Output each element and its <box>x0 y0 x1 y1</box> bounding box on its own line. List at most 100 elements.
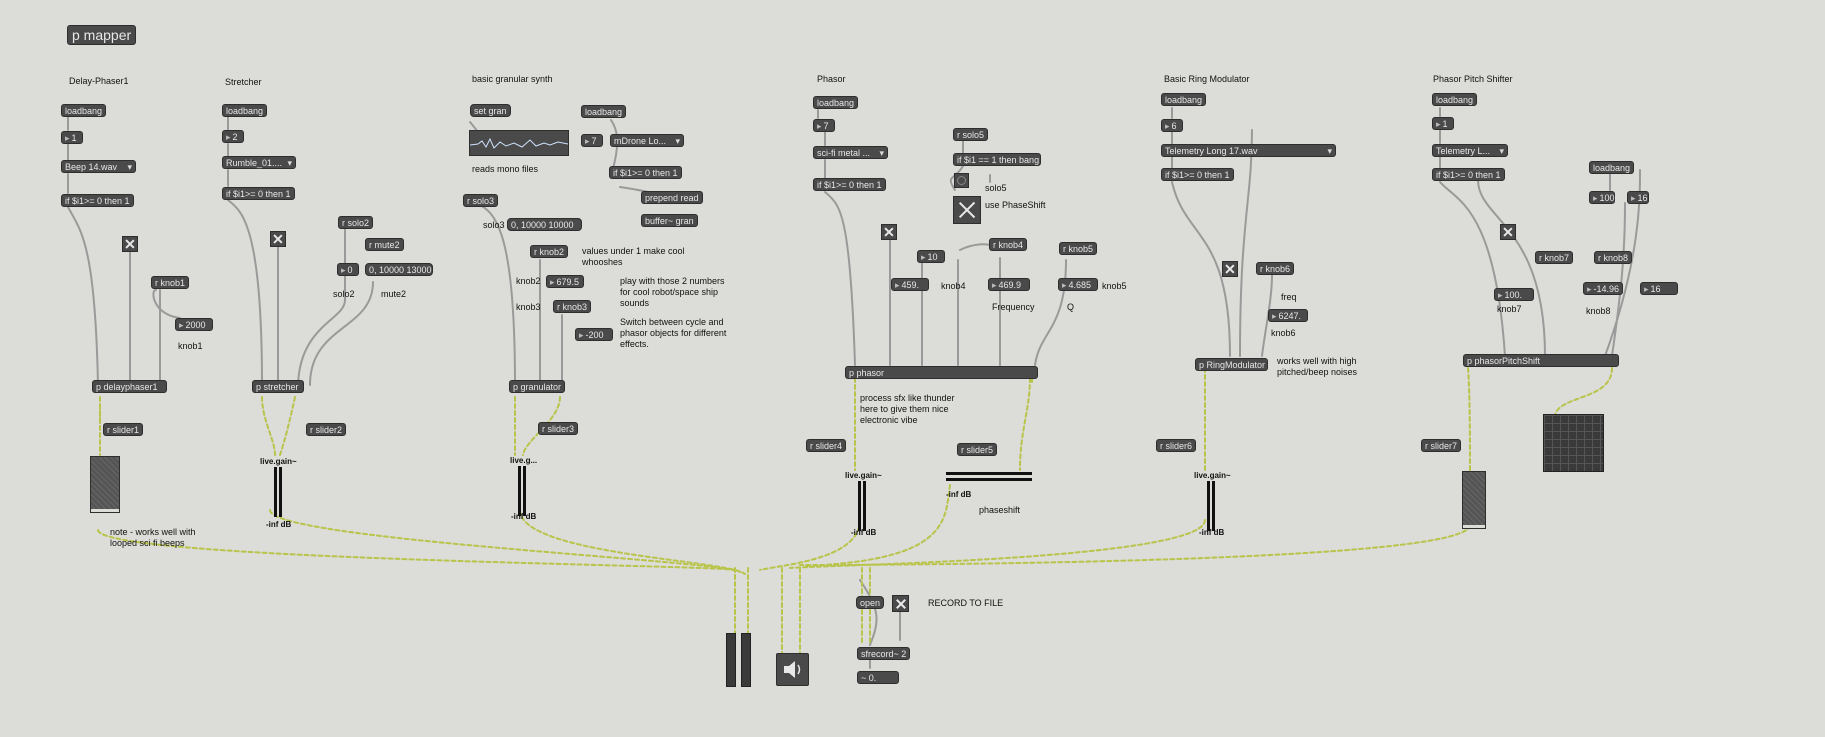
number-box[interactable]: 10 <box>917 250 945 263</box>
file-dropdown[interactable]: Telemetry Long 17.wav <box>1161 144 1336 158</box>
phasor-subpatcher[interactable]: p phasor <box>845 366 1038 379</box>
file-dropdown[interactable]: sci-fi metal ... <box>813 146 888 160</box>
if-object[interactable]: if $i1>= 0 then 1 <box>1432 168 1505 181</box>
receive-mute2-object[interactable]: r mute2 <box>365 238 404 251</box>
message-box[interactable]: 0, 10000 10000 <box>507 218 582 231</box>
loadbang-object[interactable]: loadbang <box>1589 161 1635 174</box>
phasorpitchshift-subpatcher[interactable]: p phasorPitchShift <box>1463 354 1619 367</box>
receive-slider4-object[interactable]: r slider4 <box>806 439 847 452</box>
receive-knob2-object[interactable]: r knob2 <box>530 245 569 258</box>
stretcher-subpatcher[interactable]: p stretcher <box>252 380 304 393</box>
sfrecord-object[interactable]: sfrecord~ 2 <box>857 647 911 660</box>
receive-solo5-object[interactable]: r solo5 <box>953 128 989 141</box>
record-toggle[interactable] <box>892 595 909 612</box>
message-box[interactable]: 0, 10000 13000 <box>365 263 433 276</box>
granulator-subpatcher[interactable]: p granulator <box>509 380 565 393</box>
live-gain-meter[interactable] <box>1207 481 1217 531</box>
section-title-ring: Basic Ring Modulator <box>1164 74 1250 84</box>
toggle[interactable] <box>881 224 897 240</box>
ringmodulator-subpatcher[interactable]: p RingModulator <box>1195 358 1268 371</box>
live-gain-meter[interactable] <box>274 467 284 517</box>
live-gain-meter[interactable] <box>518 466 528 516</box>
phaseshift-toggle[interactable] <box>953 196 981 224</box>
receive-knob7-object[interactable]: r knob7 <box>1535 251 1574 264</box>
number-box[interactable]: 2 <box>222 130 244 143</box>
open-message[interactable]: open <box>856 596 885 609</box>
number-box[interactable]: 100. <box>1494 288 1534 301</box>
if-equal-object[interactable]: if $i1 == 1 then bang <box>953 153 1041 166</box>
receive-knob5-object[interactable]: r knob5 <box>1059 242 1098 255</box>
receive-knob3-object[interactable]: r knob3 <box>553 300 592 313</box>
receive-slider3-object[interactable]: r slider3 <box>538 422 579 435</box>
loadbang-object[interactable]: loadbang <box>1161 93 1207 106</box>
toggle[interactable] <box>1222 261 1238 277</box>
loadbang-object[interactable]: loadbang <box>813 96 859 109</box>
buffer-object[interactable]: buffer~ gran <box>641 214 698 227</box>
knob5-label: knob5 <box>1102 281 1127 291</box>
toggle[interactable] <box>122 236 138 252</box>
receive-slider5-object[interactable]: r slider5 <box>957 443 998 456</box>
number-box[interactable]: -14.96 <box>1583 282 1623 295</box>
number-box[interactable]: 6247. <box>1268 309 1308 322</box>
if-object[interactable]: if $i1>= 0 then 1 <box>1161 168 1234 181</box>
file-dropdown[interactable]: Beep 14.wav <box>61 160 136 174</box>
file-dropdown[interactable]: Rumble_01.... <box>222 156 296 170</box>
record-to-file-label: RECORD TO FILE <box>928 598 1004 608</box>
loadbang-object[interactable]: loadbang <box>61 104 107 117</box>
phaseshift-gain-slider[interactable] <box>946 472 1032 481</box>
number-box[interactable]: 4.685 <box>1058 278 1098 291</box>
number-box[interactable]: 2000 <box>175 318 213 331</box>
comment: play with those 2 numbers for cool robot… <box>620 276 725 308</box>
delayphaser-subpatcher[interactable]: p delayphaser1 <box>92 380 167 393</box>
receive-knob8-object[interactable]: r knob8 <box>1594 251 1633 264</box>
number-box[interactable]: 1 <box>1432 117 1454 130</box>
volume-slider[interactable] <box>1462 471 1486 529</box>
if-object[interactable]: if $i1>= 0 then 1 <box>222 187 295 200</box>
patcher-title-object[interactable]: p mapper <box>67 25 137 45</box>
gain-db-readout: -inf dB <box>1199 528 1225 537</box>
receive-knob6-object[interactable]: r knob6 <box>1256 262 1295 275</box>
loadbang-object[interactable]: loadbang <box>581 105 627 118</box>
toggle[interactable] <box>270 231 286 247</box>
toggle[interactable] <box>1500 224 1516 240</box>
knob6-label: knob6 <box>1271 328 1296 338</box>
number-box[interactable]: 16 <box>1627 191 1649 204</box>
receive-knob1-object[interactable]: r knob1 <box>151 276 190 289</box>
spectrogram-display[interactable] <box>1543 414 1604 472</box>
receive-slider6-object[interactable]: r slider6 <box>1156 439 1197 452</box>
live-gain-meter[interactable] <box>858 481 868 531</box>
speaker-dac-button[interactable] <box>776 653 809 686</box>
if-object[interactable]: if $i1>= 0 then 1 <box>813 178 886 191</box>
receive-slider7-object[interactable]: r slider7 <box>1421 439 1462 452</box>
number-box[interactable]: 469.9 <box>988 278 1030 291</box>
number-box[interactable]: 459. <box>891 278 929 291</box>
number-box[interactable]: -200 <box>575 328 613 341</box>
number-box[interactable]: 100. <box>1589 191 1617 204</box>
number-box[interactable]: 16 <box>1640 282 1678 295</box>
number-box[interactable]: 6 <box>1161 119 1183 132</box>
receive-knob4-object[interactable]: r knob4 <box>989 238 1028 251</box>
receive-solo3-object[interactable]: r solo3 <box>463 194 499 207</box>
knob2-label: knob2 <box>516 276 541 286</box>
number-box[interactable]: 1 <box>61 131 83 144</box>
if-object[interactable]: if $i1>= 0 then 1 <box>61 194 134 207</box>
if-object[interactable]: if $i1>= 0 then 1 <box>609 166 682 179</box>
file-dropdown[interactable]: Telemetry L... <box>1432 144 1508 158</box>
number-box[interactable]: 0 <box>337 263 359 276</box>
receive-solo2-object[interactable]: r solo2 <box>338 216 374 229</box>
prepend-read-object[interactable]: prepend read <box>641 191 703 204</box>
file-dropdown[interactable]: mDrone Lo... <box>610 134 684 148</box>
knob4-label: knob4 <box>941 281 966 291</box>
bang-button[interactable] <box>954 173 969 188</box>
section-title-phasor: Phasor <box>817 74 846 84</box>
loadbang-object[interactable]: loadbang <box>1432 93 1478 106</box>
receive-slider1-object[interactable]: r slider1 <box>103 423 144 436</box>
number-box[interactable]: 7 <box>813 119 835 132</box>
waveform-display[interactable] <box>469 130 569 156</box>
volume-slider[interactable] <box>90 456 120 513</box>
set-gran-message[interactable]: set gran <box>470 104 511 117</box>
number-box[interactable]: 679.5 <box>546 275 584 288</box>
loadbang-object[interactable]: loadbang <box>222 104 268 117</box>
number-box[interactable]: 7 <box>581 134 603 147</box>
receive-slider2-object[interactable]: r slider2 <box>306 423 347 436</box>
